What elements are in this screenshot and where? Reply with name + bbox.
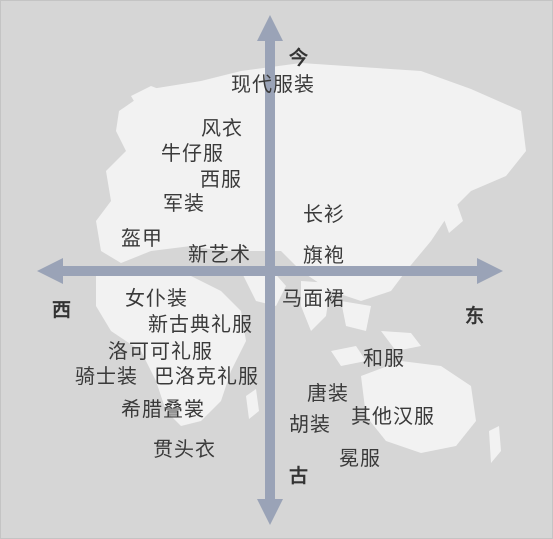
label-rococo-gown: 洛可可礼服 [108, 339, 213, 363]
north-arrowhead [257, 15, 283, 41]
west-arrowhead [37, 258, 63, 284]
north-label: 今 [289, 47, 309, 69]
label-guantouyi: 贯头衣 [153, 437, 216, 461]
east-label: 东 [465, 305, 485, 327]
label-suit: 西服 [200, 167, 242, 191]
label-kimono: 和服 [363, 346, 405, 370]
label-mianfu: 冕服 [339, 446, 381, 470]
label-qipao: 旗袍 [303, 243, 345, 267]
label-greek-drapery: 希腊叠裳 [121, 397, 205, 421]
label-neoclassical-gown: 新古典礼服 [148, 312, 253, 336]
label-armor: 盔甲 [121, 226, 163, 250]
label-other-hanfu: 其他汉服 [351, 404, 435, 428]
label-denim: 牛仔服 [161, 141, 224, 165]
label-maid-outfit: 女仆装 [125, 286, 188, 310]
horizontal-axis [59, 266, 481, 276]
east-arrowhead [477, 258, 503, 284]
label-mamianqun: 马面裙 [282, 286, 345, 310]
south-label: 古 [289, 465, 309, 487]
label-military-uniform: 军装 [163, 191, 205, 215]
label-knight-outfit: 骑士装 [75, 364, 138, 388]
label-modern-clothing: 现代服装 [231, 72, 315, 96]
label-art-nouveau: 新艺术 [188, 242, 251, 266]
label-baroque-gown: 巴洛克礼服 [154, 364, 259, 388]
label-trench-coat: 风衣 [201, 116, 243, 140]
south-arrowhead [257, 499, 283, 525]
label-changshan: 长衫 [303, 202, 345, 226]
west-label: 西 [52, 299, 72, 321]
label-hu-clothing: 胡装 [289, 412, 331, 436]
label-tangzhuang: 唐装 [307, 381, 349, 405]
